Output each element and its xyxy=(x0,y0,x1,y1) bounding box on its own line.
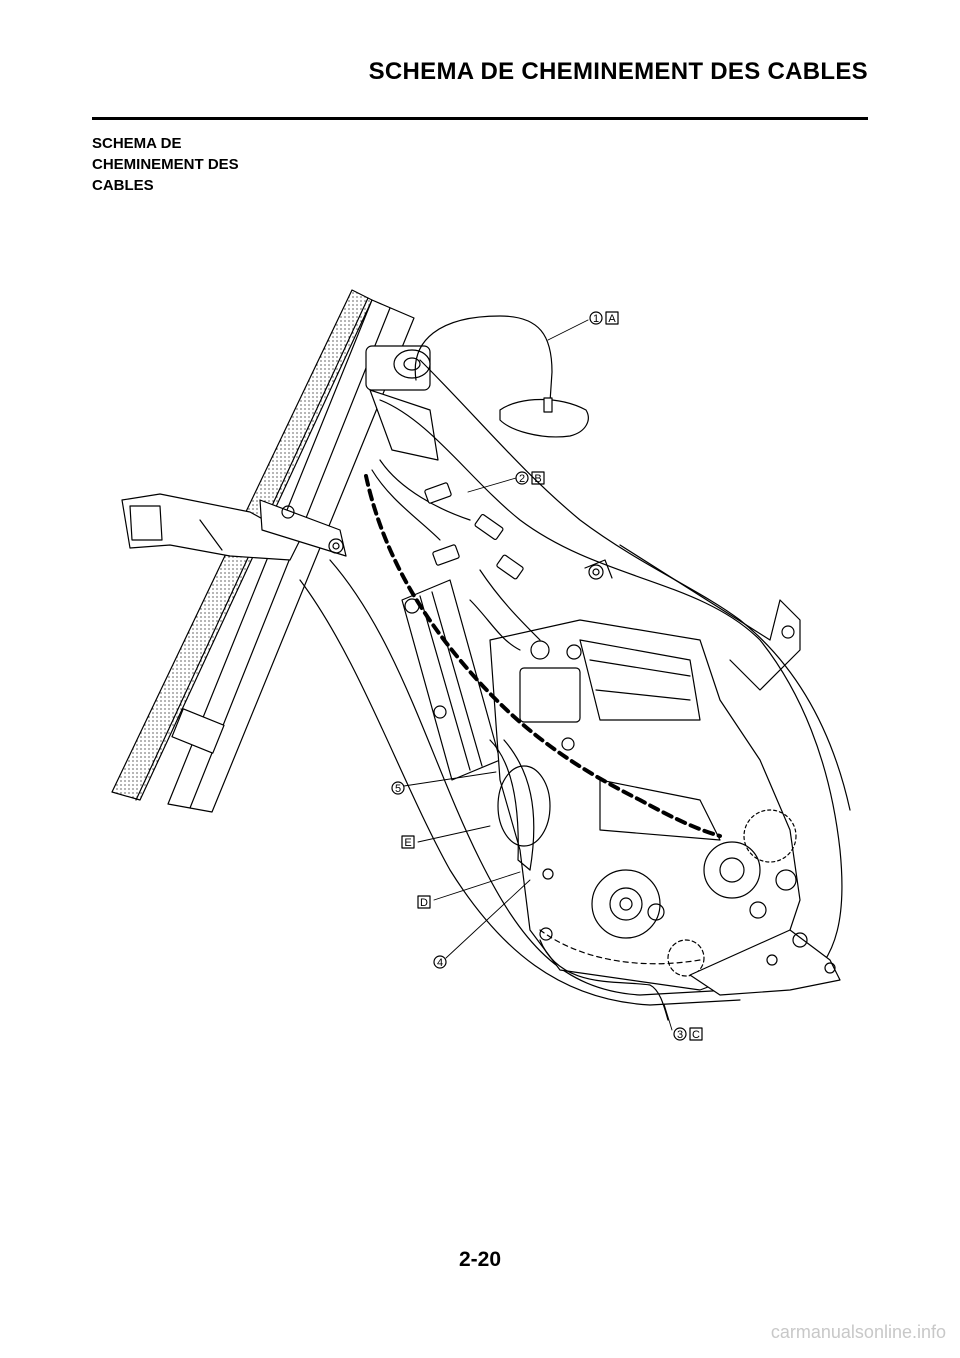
callout-4-number: 4 xyxy=(437,957,443,969)
callout-4 xyxy=(433,955,447,969)
callout-2B xyxy=(515,471,545,485)
lower-cable xyxy=(539,939,669,1021)
leader-lines xyxy=(403,319,673,1031)
wire-harness xyxy=(371,459,541,651)
section-heading-line-1: SCHEMA DE xyxy=(92,135,182,152)
section-heading: SCHEMA DE CHEMINEMENT DES CABLES xyxy=(92,133,292,196)
callout-3-letter: C xyxy=(692,1029,700,1041)
callout-E xyxy=(401,835,415,849)
highlighted-cable-route xyxy=(364,474,722,838)
callout-5-number: 5 xyxy=(395,783,401,795)
frame xyxy=(299,359,851,1006)
callout-3C xyxy=(673,1027,703,1041)
callout-D-letter: D xyxy=(420,897,428,909)
section-heading-line-3: CABLES xyxy=(92,177,154,194)
callout-2-number: 2 xyxy=(519,473,525,485)
lower-triple-clamp xyxy=(259,499,347,557)
header-rule xyxy=(92,117,868,120)
radiator xyxy=(401,579,501,781)
exhaust-pipe xyxy=(489,739,551,871)
page-number: 2-20 xyxy=(458,1248,502,1271)
steering-head xyxy=(365,345,439,461)
callout-1-letter: A xyxy=(608,313,616,325)
front-number-plate xyxy=(121,493,301,561)
callout-3-number: 3 xyxy=(677,1029,683,1041)
callout-1-number: 1 xyxy=(593,313,599,325)
engine xyxy=(489,619,801,991)
callout-5 xyxy=(391,781,405,795)
callout-D xyxy=(417,895,431,909)
callout-1A xyxy=(589,311,619,325)
callout-2-letter: B xyxy=(534,473,541,485)
speedometer-cable xyxy=(414,315,589,438)
callout-E-letter: E xyxy=(404,837,411,849)
section-heading-line-2: CHEMINEMENT DES xyxy=(92,156,239,173)
watermark: carmanualsonline.info xyxy=(770,1322,946,1342)
page-title: SCHEMA DE CHEMINEMENT DES CABLES xyxy=(368,58,868,85)
skid-plate xyxy=(689,929,841,996)
